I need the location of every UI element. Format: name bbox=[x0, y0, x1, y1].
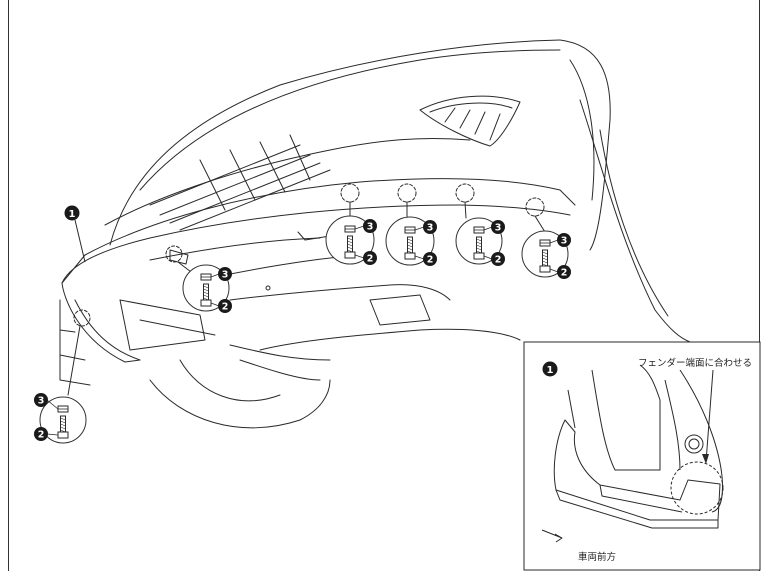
inset-front-label: 車両前方 bbox=[578, 551, 616, 563]
fastener-group: 32 bbox=[325, 215, 377, 265]
inset-fender bbox=[591, 364, 661, 471]
callout-part2: 2 bbox=[491, 252, 505, 266]
callout-part3: 3 bbox=[363, 219, 377, 233]
fastener-group: 32 bbox=[385, 216, 437, 266]
svg-text:3: 3 bbox=[367, 222, 374, 233]
bumper-top-edge bbox=[84, 178, 576, 256]
bolt bbox=[57, 415, 69, 439]
inset-fender-note: フェンダー端面に合わせる bbox=[638, 357, 752, 369]
tail-lamp bbox=[419, 95, 521, 147]
mount-point bbox=[340, 183, 360, 203]
bolt bbox=[344, 235, 356, 259]
diffuser-outline bbox=[61, 204, 571, 284]
inset-detail-circle bbox=[670, 461, 724, 515]
callout-part2: 2 bbox=[423, 252, 437, 266]
svg-text:2: 2 bbox=[561, 268, 568, 279]
svg-text:2: 2 bbox=[38, 430, 45, 441]
svg-text:1: 1 bbox=[547, 365, 554, 376]
svg-text:2: 2 bbox=[495, 255, 502, 266]
bolt bbox=[473, 236, 485, 260]
callout-part2: 2 bbox=[34, 427, 48, 441]
svg-text:3: 3 bbox=[427, 223, 434, 234]
fastener-group: 32 bbox=[455, 217, 505, 266]
bolt bbox=[404, 236, 416, 260]
car-body-rear-arc bbox=[559, 39, 611, 251]
fastener-group: 32 bbox=[182, 264, 232, 313]
callout-part3: 3 bbox=[557, 233, 571, 247]
callout-part3: 3 bbox=[218, 267, 232, 281]
svg-text:1: 1 bbox=[69, 209, 76, 220]
inset-callout-part1: 1 bbox=[542, 361, 558, 377]
callout-part1-main: 1 bbox=[64, 205, 86, 263]
callout-part3: 3 bbox=[423, 220, 437, 234]
svg-text:2: 2 bbox=[222, 302, 229, 313]
inset-detail-box: フェンダー端面に合わせる 1 車両前方 bbox=[523, 341, 761, 571]
car-body-upper-line bbox=[139, 49, 561, 191]
mount-point bbox=[525, 197, 545, 217]
svg-text:3: 3 bbox=[38, 396, 45, 407]
mount-point bbox=[455, 183, 475, 203]
bolt bbox=[539, 249, 551, 273]
inset-diffuser bbox=[553, 419, 721, 521]
svg-text:2: 2 bbox=[367, 254, 374, 265]
mount-point bbox=[73, 309, 91, 327]
callout-part2: 2 bbox=[218, 299, 232, 313]
callout-part3: 3 bbox=[34, 393, 48, 407]
svg-text:2: 2 bbox=[427, 255, 434, 266]
svg-text:3: 3 bbox=[561, 236, 568, 247]
callout-part2: 2 bbox=[363, 251, 377, 265]
callout-part3: 3 bbox=[491, 220, 505, 234]
mount-point bbox=[397, 183, 417, 203]
svg-text:3: 3 bbox=[222, 270, 229, 281]
diagram-frame bbox=[8, 0, 760, 571]
fastener-group: 32 bbox=[34, 393, 87, 444]
callout-part2: 2 bbox=[557, 265, 571, 279]
fastener-group: 32 bbox=[521, 230, 571, 279]
car-body-roof-line bbox=[109, 39, 561, 246]
quarter-panel-line bbox=[579, 99, 691, 343]
svg-text:3: 3 bbox=[495, 223, 502, 234]
mount-point bbox=[165, 245, 183, 263]
